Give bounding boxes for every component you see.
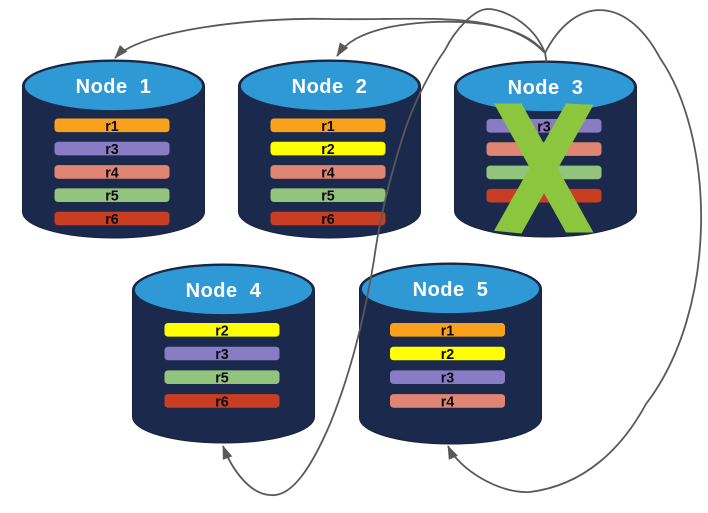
svg-text:Node 3: Node 3 [508,77,584,99]
svg-text:r5: r5 [105,188,119,205]
svg-text:r4: r4 [441,393,455,410]
svg-text:Node 5: Node 5 [413,279,489,301]
svg-text:Node 1: Node 1 [76,76,152,98]
svg-text:r2: r2 [215,322,229,339]
svg-text:r1: r1 [105,118,119,135]
svg-text:r5: r5 [321,188,335,205]
svg-text:r3: r3 [441,370,455,387]
svg-text:r6: r6 [215,393,229,410]
svg-text:r6: r6 [105,211,119,228]
svg-text:r3: r3 [537,118,551,135]
svg-text:r6: r6 [321,211,335,228]
svg-text:r2: r2 [441,346,455,363]
svg-text:r5: r5 [215,370,229,387]
svg-text:Node 4: Node 4 [186,280,262,302]
svg-text:Node 2: Node 2 [292,76,368,98]
svg-text:r4: r4 [321,164,335,181]
svg-text:r1: r1 [321,118,335,135]
svg-text:r1: r1 [441,322,455,339]
svg-text:r2: r2 [321,141,335,158]
svg-text:r4: r4 [105,164,119,181]
svg-text:r3: r3 [215,346,229,363]
svg-text:r3: r3 [105,141,119,158]
